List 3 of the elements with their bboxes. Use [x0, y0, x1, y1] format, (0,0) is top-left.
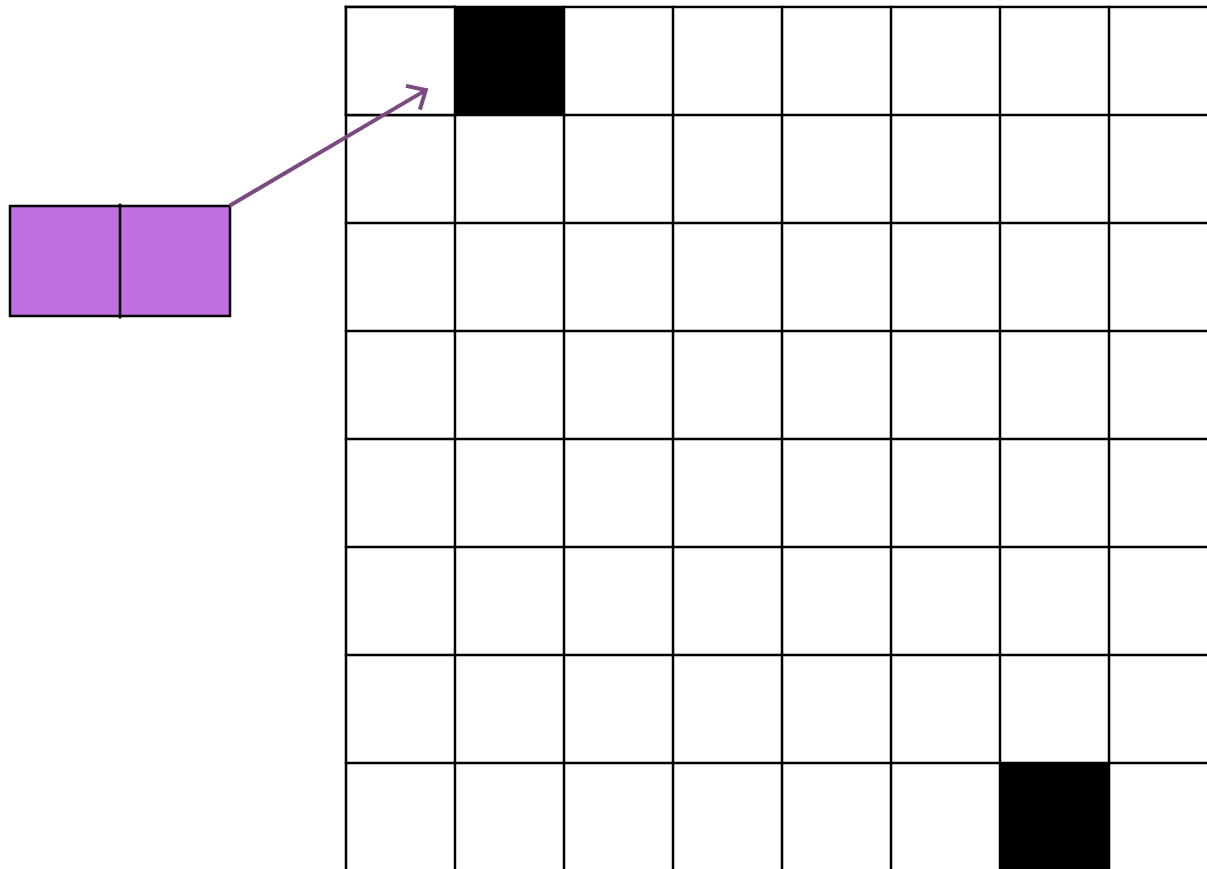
arrow: [229, 83, 429, 207]
grid-cell: [344, 5, 457, 117]
domino-tile: [8, 203, 232, 319]
